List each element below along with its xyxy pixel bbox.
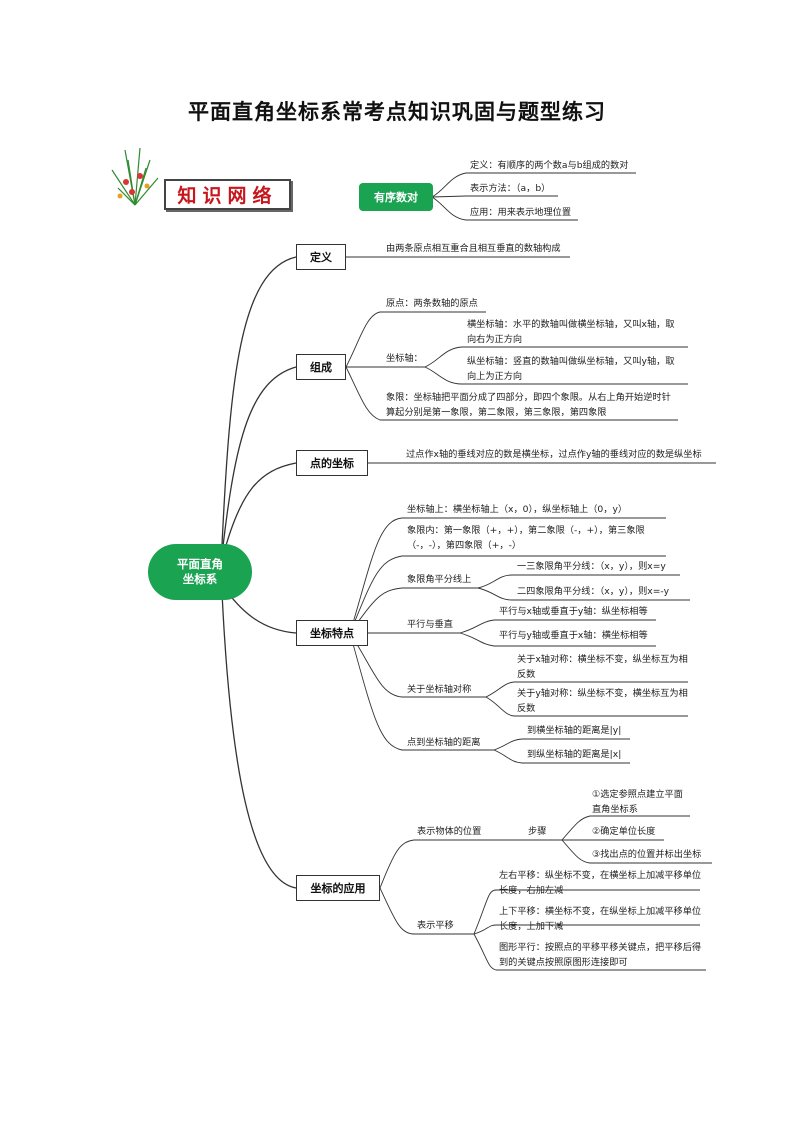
quadrant-text: 象限：坐标轴把平面分成了四部分，即四个象限。从右上角开始逆时针算起分别是第一象限…: [386, 392, 671, 418]
bisector-1-text: 一三象限角平分线：（x，y），则x=y: [517, 561, 666, 572]
symmetry-1-text: 关于x轴对称：横坐标不变，纵坐标互为相反数: [517, 654, 688, 680]
x-axis-text: 横坐标轴：水平的数轴叫做横坐标轴，又叫x轴，取向右为正方向: [467, 319, 675, 345]
definition-text: 由两条原点相互重合且相互垂直的数轴构成: [386, 243, 561, 254]
origin-text: 原点：两条数轴的原点: [386, 298, 478, 309]
point-coordinate-text: 过点作x轴的垂线对应的数是横坐标，过点作y轴的垂线对应的数是纵坐标: [406, 449, 702, 460]
symmetry-2-text: 关于y轴对称：纵坐标不变，横坐标互为相反数: [517, 688, 688, 714]
translation-3-text: 图形平行：按照点的平移平移关键点，把平移后得到的关键点按照原图形连接即可: [499, 942, 702, 968]
in-quadrant-text: 象限内：第一象限（+，+），第二象限（-，+），第三象限（-，-），第四象限（+…: [407, 525, 645, 551]
definition-node: 定义: [296, 244, 346, 270]
distance-2-text: 到纵坐标轴的距离是|x|: [527, 749, 622, 760]
ordered-pair-application: 应用：用来表示地理位置: [470, 207, 572, 218]
point-coordinate-node: 点的坐标: [296, 450, 368, 476]
step-3-text: ③找出点的位置并标出坐标: [592, 849, 702, 860]
step-1-text: ①选定参照点建立平面直角坐标系: [592, 789, 683, 815]
position-label: 表示物体的位置: [417, 826, 482, 837]
distance-1-text: 到横坐标轴的距离是|y|: [527, 725, 622, 736]
page-title: 平面直角坐标系常考点知识巩固与题型练习: [188, 99, 606, 124]
step-2-text: ②确定单位长度: [592, 826, 656, 837]
parallel-1-text: 平行与x轴或垂直于y轴：纵坐标相等: [499, 606, 648, 617]
application-node: 坐标的应用: [296, 875, 380, 901]
parallel-2-text: 平行与y轴或垂直于x轴：横坐标相等: [499, 630, 648, 641]
translation-1-text: 左右平移：纵坐标不变，在横坐标上加减平移单位长度，右加左减: [499, 870, 702, 896]
distance-label: 点到坐标轴的距离: [407, 737, 481, 748]
composition-node: 组成: [296, 354, 346, 380]
translation-label: 表示平移: [417, 920, 454, 931]
root-label: 平面直角坐标系: [177, 557, 223, 586]
bisector-label: 象限角平分线上: [407, 574, 472, 585]
root-node: 平面直角坐标系: [148, 544, 252, 600]
axis-label: 坐标轴：: [386, 353, 423, 364]
knowledge-network-logo: 知识网络: [164, 179, 291, 210]
ordered-pair-node: 有序数对: [359, 183, 433, 211]
features-node: 坐标特点: [296, 620, 368, 646]
ordered-pair-definition: 定义：有顺序的两个数a与b组成的数对: [470, 160, 629, 171]
bisector-2-text: 二四象限角平分线：（x，y），则x=-y: [517, 586, 670, 597]
on-axis-text: 坐标轴上：横坐标轴上（x，0），纵坐标轴上（0，y）: [407, 504, 628, 515]
steps-label: 步骤: [528, 826, 547, 837]
translation-2-text: 上下平移：横坐标不变，在纵坐标上加减平移单位长度，上加下减: [499, 906, 702, 932]
parallel-label: 平行与垂直: [407, 619, 453, 630]
ordered-pair-notation: 表示方法：（a，b）: [470, 183, 551, 194]
symmetry-label: 关于坐标轴对称: [407, 684, 472, 695]
y-axis-text: 纵坐标轴：竖直的数轴叫做纵坐标轴，又叫y轴，取向上为正方向: [467, 356, 675, 382]
